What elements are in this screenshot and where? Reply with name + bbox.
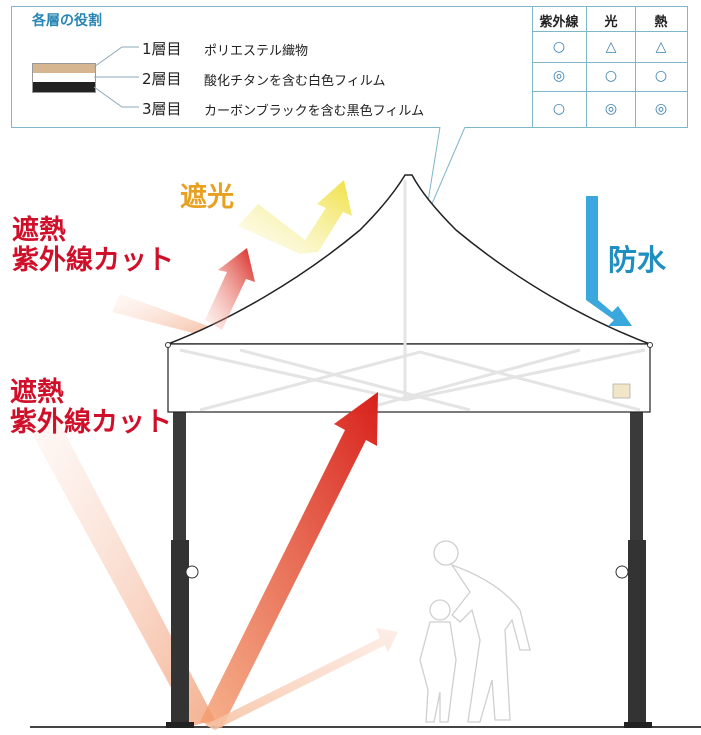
- layer-2-name: 2層目: [142, 70, 182, 88]
- incoming-ray-upper: [112, 294, 220, 340]
- callout-gap: [441, 126, 464, 128]
- leg-left-lower: [171, 540, 189, 728]
- layer-legend-box: 各層の役割 紫外線 光 熱 1層目 ポリエステル織物 2層目 酸化チタンを含む白…: [11, 6, 688, 128]
- joint-knob-left: [185, 565, 199, 579]
- upper-heat-arrow: [205, 248, 255, 330]
- waterproof-arrow: [586, 196, 632, 326]
- incoming-ray-lower: [30, 414, 215, 726]
- roof-corner-right: [647, 342, 653, 348]
- brand-tag: [612, 383, 631, 399]
- mark-layer3-uv: ○: [552, 101, 566, 117]
- swatch-layer-3: [33, 82, 95, 92]
- header-heat: 熱: [654, 15, 668, 30]
- header-light: 光: [604, 15, 618, 30]
- lower-heat-uv-label: 遮熱 紫外線カット: [10, 377, 172, 439]
- legend-divider: [635, 7, 636, 127]
- mark-layer3-heat: ◎: [654, 101, 668, 117]
- legend-divider: [532, 7, 533, 127]
- layer-1-name: 1層目: [142, 40, 182, 58]
- mark-layer1-heat: △: [655, 39, 667, 55]
- layer-3-name: 3層目: [142, 100, 182, 118]
- upper-heat-text: 遮熱: [12, 215, 66, 246]
- reflected-light-arrow: [205, 628, 398, 730]
- lower-uv-text: 紫外線カット: [10, 407, 172, 439]
- waterproof-label: 防水: [608, 243, 667, 277]
- leg-right-lower: [628, 540, 646, 728]
- foot-right: [624, 722, 652, 728]
- foot-left: [166, 722, 194, 728]
- legend-divider: [532, 62, 687, 63]
- mark-layer2-heat: ○: [654, 68, 668, 84]
- mark-layer2-uv: ◎: [552, 68, 566, 84]
- legend-divider: [532, 91, 687, 92]
- upper-heat-uv-label: 遮熱 紫外線カット: [12, 215, 174, 277]
- legend-divider: [586, 7, 587, 127]
- shade-label: 遮光: [180, 182, 234, 213]
- reflected-heat-arrow: [200, 392, 378, 728]
- mark-layer2-light: ○: [604, 68, 618, 84]
- mark-layer1-light: △: [605, 39, 617, 55]
- lower-heat-text: 遮熱: [10, 377, 64, 408]
- mark-layer1-uv: ○: [552, 39, 566, 55]
- swatch-layer-2: [33, 73, 95, 82]
- shade-arrow: [238, 180, 352, 254]
- tent-roof: [167, 174, 651, 345]
- roof-corner-left: [165, 342, 171, 348]
- swatch-layer-1: [33, 64, 95, 73]
- legend-divider: [532, 31, 687, 32]
- upper-uv-text: 紫外線カット: [12, 245, 174, 277]
- tent-frame: [179, 180, 646, 412]
- joint-knob-right: [615, 565, 629, 579]
- people-figures: [419, 540, 531, 723]
- mark-layer3-light: ◎: [604, 101, 618, 117]
- swatch-leader-lines: [93, 46, 139, 108]
- layer-swatch: [32, 63, 96, 93]
- layer-1-desc: ポリエステル織物: [204, 44, 309, 59]
- header-uv: 紫外線: [539, 15, 579, 30]
- layer-3-desc: カーボンブラックを含む黒色フィルム: [204, 104, 425, 119]
- legend-title: 各層の役割: [32, 13, 102, 29]
- layer-2-desc: 酸化チタンを含む白色フィルム: [204, 74, 386, 89]
